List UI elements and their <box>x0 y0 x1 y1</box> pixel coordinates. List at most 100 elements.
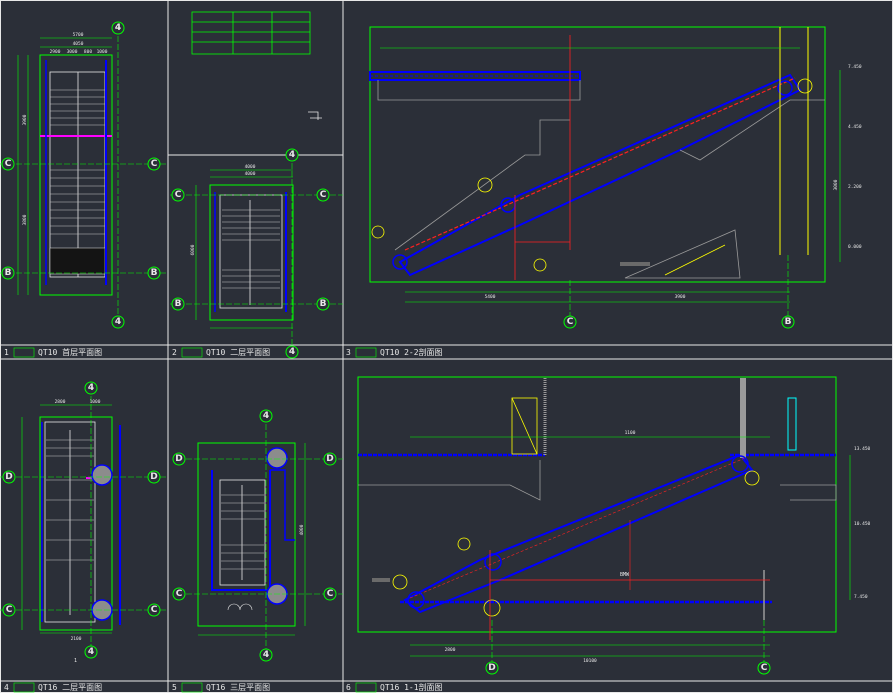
p4-axis-c-left: C <box>2 603 16 617</box>
p4-axis-d-left-label: D <box>5 472 12 482</box>
p1-axis-b-right-label: B <box>151 268 158 278</box>
p1-dim-sub-2: 3000 <box>67 49 78 55</box>
panel-title-3-num: 3 <box>346 348 351 357</box>
panel-title-4: 4 QT16 二层平面图 <box>4 682 102 693</box>
p1-axis-4-top: 4 <box>111 21 125 35</box>
p5-axis-d-left: D <box>172 452 186 466</box>
p6-axis-d: D <box>485 661 499 675</box>
p4-axis-4-top-label: 4 <box>88 383 94 393</box>
p1-axis-c-right: C <box>147 157 161 171</box>
p6-axis-c-label: C <box>761 663 768 673</box>
p2-dim-top: 4000 <box>245 164 256 170</box>
panel-title-5-num: 5 <box>172 683 177 692</box>
p2-axis-b-right-label: B <box>320 299 327 309</box>
p5-axis-d-right: D <box>323 452 337 466</box>
p5-axis-c-left-label: C <box>176 589 183 599</box>
p4-axis-d-right: D <box>147 470 161 484</box>
panel-4-plan <box>0 388 168 652</box>
p1-dim-sub-1: 2900 <box>50 49 61 55</box>
p3-axis-c: C <box>563 315 577 329</box>
p6-axis-c: C <box>757 661 771 675</box>
p2-axis-c-left-label: C <box>175 190 182 200</box>
p3-dim-right: 3000 <box>833 179 839 190</box>
p1-axis-c-left-label: C <box>5 159 12 169</box>
p3-dim-total: 3900 <box>675 294 686 300</box>
p3-elev-2: 4.450 <box>848 124 862 130</box>
p5-axis-d-right-label: D <box>326 454 333 464</box>
panel-1-plan <box>0 28 168 322</box>
panel-title-2-num: 2 <box>172 348 177 357</box>
panel-title-5-text: QT16 三层平面图 <box>206 683 270 692</box>
p2-dim-top2: 4000 <box>245 171 256 177</box>
p2-axis-b-left: B <box>171 297 185 311</box>
p4-axis-c-left-label: C <box>6 605 13 615</box>
p5-axis-4-bottom-label: 4 <box>263 650 269 660</box>
p6-axis-d-label: D <box>488 663 495 673</box>
p1-axis-4-top-label: 4 <box>115 23 121 33</box>
p1-dim-top2: 4050 <box>73 41 84 47</box>
panel-title-4-text: QT16 二层平面图 <box>38 683 102 692</box>
panel-5-plan <box>178 416 343 655</box>
p2-axis-4-bottom: 4 <box>285 345 299 359</box>
p4-dim-top-1: 2800 <box>55 399 66 405</box>
p5-axis-d-left-label: D <box>175 454 182 464</box>
p4-lower-mark: 1 <box>74 658 77 664</box>
panel-title-6-text: QT16 1-1剖面图 <box>380 682 443 692</box>
panel-title-2-text: QT10 二层平面图 <box>206 348 270 357</box>
p5-axis-c-right-label: C <box>327 589 334 599</box>
p2-axis-b-left-label: B <box>175 299 182 309</box>
panel-title-6-num: 6 <box>346 683 351 692</box>
p6-elev-1: 13.450 <box>854 446 871 452</box>
p1-axis-c-right-label: C <box>151 159 158 169</box>
p4-axis-c-right-label: C <box>151 605 158 615</box>
p6-dim-mid: 1100 <box>625 430 636 436</box>
panel-title-3: 3 QT10 2-2剖面图 <box>346 347 443 358</box>
p1-axis-b-left-label: B <box>5 268 12 278</box>
p1-axis-b-left: B <box>1 266 15 280</box>
p1-axis-4-bottom: 4 <box>111 315 125 329</box>
panel-3-section <box>369 26 841 322</box>
p3-axis-b: B <box>781 315 795 329</box>
p5-axis-4-top: 4 <box>259 409 273 423</box>
p6-dim-left: 2800 <box>445 647 456 653</box>
p1-axis-4-bottom-label: 4 <box>115 317 121 327</box>
p1-axis-c-left: C <box>1 157 15 171</box>
p3-elev-1: 7.450 <box>848 64 862 70</box>
panel-6-section <box>357 376 851 668</box>
p5-axis-c-left: C <box>172 587 186 601</box>
panel-title-6: 6 QT16 1-1剖面图 <box>346 682 443 693</box>
p5-dim-right: 4000 <box>299 524 305 535</box>
p1-axis-b-right: B <box>147 266 161 280</box>
p2-axis-4-top: 4 <box>285 148 299 162</box>
p2-axis-c-right-label: C <box>320 190 327 200</box>
panel-2-plan <box>170 155 343 352</box>
p4-axis-d-left: D <box>2 470 16 484</box>
p6-note: BMW <box>620 572 630 578</box>
p5-axis-4-top-label: 4 <box>263 411 269 421</box>
p4-axis-c-right: C <box>147 603 161 617</box>
p2-dim-left: 6000 <box>190 244 196 255</box>
panel-title-1: 1 QT10 首层平面图 <box>4 347 102 358</box>
p2-axis-c-right: C <box>316 188 330 202</box>
panel-title-4-num: 4 <box>4 683 9 692</box>
p4-axis-4-bottom: 4 <box>84 645 98 659</box>
p4-axis-d-right-label: D <box>150 472 157 482</box>
schedule-table <box>191 11 311 55</box>
p4-axis-4-top: 4 <box>84 381 98 395</box>
p4-dim-top-2: 1000 <box>90 399 101 405</box>
p1-dim-sub-3: 800 <box>84 49 92 55</box>
p4-axis-4-bottom-label: 4 <box>88 647 94 657</box>
p6-elev-2: 10.450 <box>854 521 871 527</box>
p1-dim-left: 3900 <box>22 114 28 125</box>
panel-title-1-num: 1 <box>4 348 9 357</box>
p1-dim-top: 5700 <box>73 32 84 38</box>
p5-axis-c-right: C <box>323 587 337 601</box>
p4-dim-bottom: 2100 <box>71 636 82 642</box>
p3-axis-b-label: B <box>785 317 792 327</box>
p3-axis-c-label: C <box>567 317 574 327</box>
p2-axis-4-top-label: 4 <box>289 150 295 160</box>
p3-elev-3: 2.200 <box>848 184 862 190</box>
p2-axis-c-left: C <box>171 188 185 202</box>
